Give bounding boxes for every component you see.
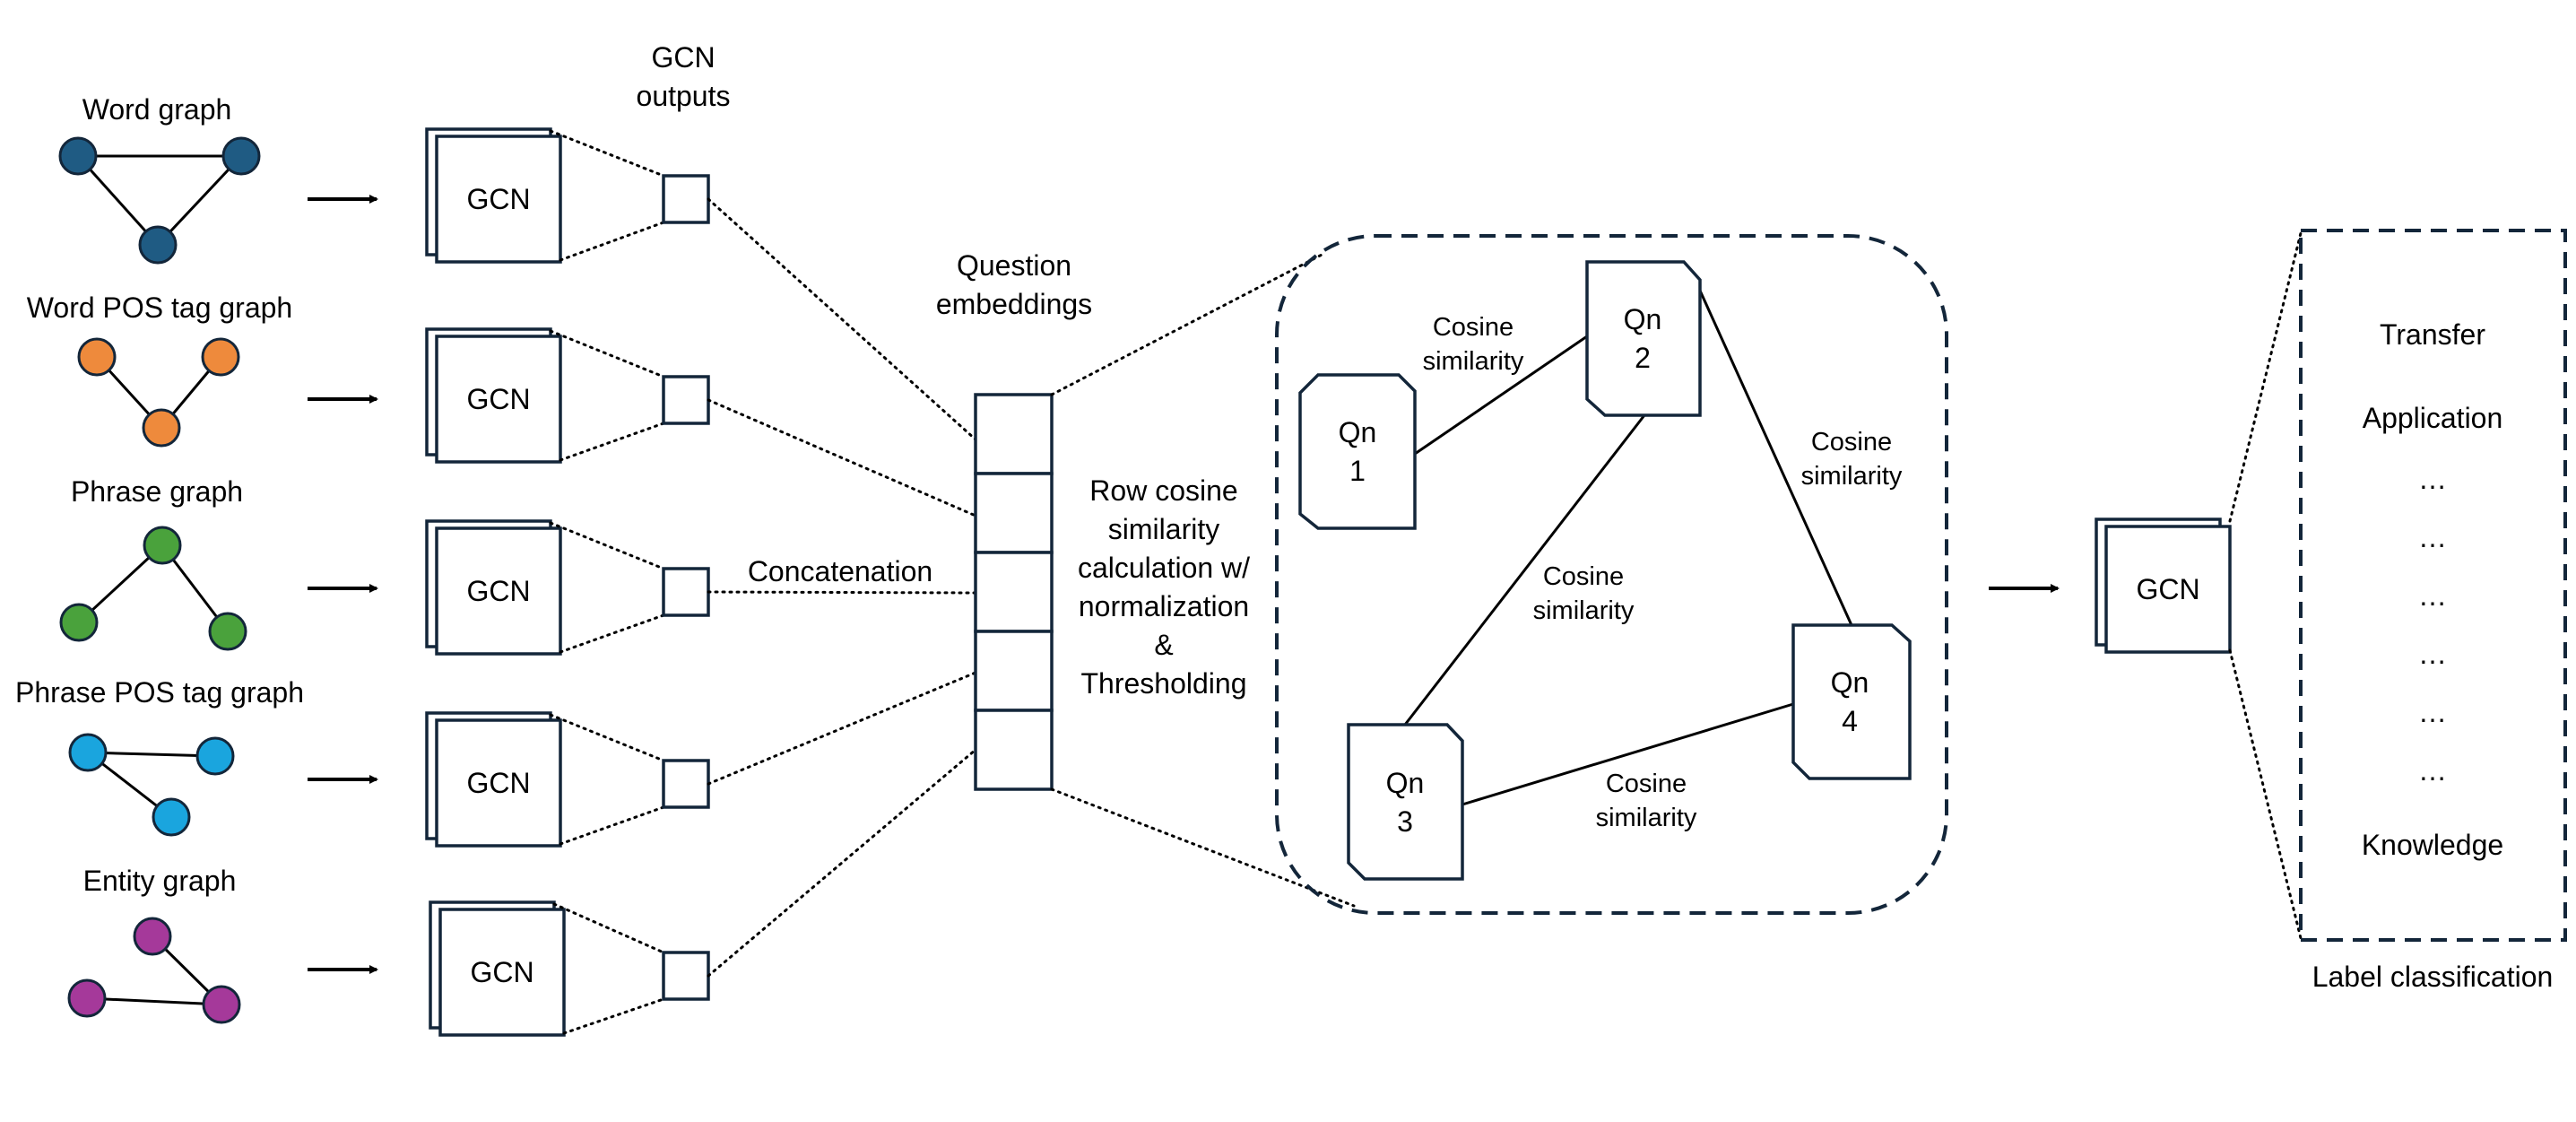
svg-text:1: 1 [1349,455,1366,487]
graph-node [208,612,247,651]
final-gcn-block: GCN [2095,518,2232,654]
svg-text:2: 2 [1635,342,1651,374]
svg-text:Qn: Qn [1624,303,1662,335]
graph-node [133,917,172,956]
graph-node [195,736,235,776]
graph-node [221,136,261,176]
row-cosine-label-line6: Thresholding [1081,667,1247,700]
svg-text:Qn: Qn [1386,767,1425,799]
svg-text:similarity: similarity [1596,804,1697,832]
gcn-block: GCN [425,127,710,264]
phrase-pos-tag-graph: Phrase POS tag graph [15,676,304,837]
gcn-label: GCN [466,575,530,607]
gcn-block: GCN [425,327,710,464]
gcn-label: GCN [466,383,530,415]
label-classification-caption: Label classification [2312,961,2554,993]
word-graph: Word graph [58,93,261,265]
word-pos-tag-graph-label: Word POS tag graph [27,291,292,324]
gcn-output-vector [662,174,710,224]
cosine-similarity-label: Cosine similarity [1533,562,1635,625]
entity-graph-label: Entity graph [83,865,237,897]
label-item: … [2418,579,2447,612]
graph-node [152,797,191,837]
gcn-outputs-label-line2: outputs [637,80,731,112]
label-item: … [2418,638,2447,670]
graph-node [68,733,108,772]
gcn-output-vector [662,567,710,617]
graph-node [58,136,98,176]
svg-text:Cosine: Cosine [1811,428,1892,457]
graph-node [138,225,178,265]
svg-text:Cosine: Cosine [1543,562,1624,591]
phrase-graph: Phrase graph [59,475,247,651]
gcn-output-vector [662,759,710,809]
cosine-similarity-label: Cosine similarity [1423,313,1524,376]
gcn-label: GCN [466,767,530,799]
embedding-row [974,709,1054,791]
gcn-block: GCN [425,519,710,656]
row-cosine-label-line1: Row cosine [1089,474,1237,507]
label-item: … [2418,696,2447,728]
row-cosine-label-line3: calculation w/ [1078,552,1250,584]
svg-text:3: 3 [1397,805,1413,838]
gcn-block: GCN [429,900,710,1037]
question-node-4: Qn 4 [1791,623,1912,780]
svg-text:Qn: Qn [1339,416,1377,448]
gcn-label: GCN [470,956,533,988]
svg-text:similarity: similarity [1801,462,1903,491]
label-item: … [2418,463,2447,495]
svg-text:Qn: Qn [1831,666,1869,699]
label-item: Application [2363,402,2503,434]
concatenation-label: Concatenation [748,555,932,587]
graph-node [77,337,117,377]
label-item: … [2418,754,2447,787]
embedding-row [974,393,1054,475]
row-cosine-label-line2: similarity [1108,513,1219,545]
word-pos-tag-graph: Word POS tag graph [27,291,292,448]
question-node-3: Qn 3 [1347,723,1464,881]
gcn-label: GCN [2136,573,2199,605]
graph-node [59,603,99,642]
similarity-graph-container [1275,234,1948,915]
svg-text:4: 4 [1842,705,1858,737]
graph-node [201,337,240,377]
embedding-row [974,551,1054,633]
label-classification-box [2299,229,2567,942]
cosine-similarity-label: Cosine similarity [1801,428,1903,491]
svg-text:similarity: similarity [1423,347,1524,376]
question-node-1: Qn 1 [1298,373,1417,530]
svg-text:Cosine: Cosine [1606,770,1687,798]
phrase-pos-tag-graph-label: Phrase POS tag graph [15,676,304,709]
embedding-row [974,630,1054,712]
gcn-outputs-label-line1: GCN [651,41,715,74]
gcn-label: GCN [466,183,530,215]
gcn-output-vector [662,375,710,425]
graph-node [142,408,181,448]
label-item: … [2418,521,2447,553]
entity-graph: Entity graph [67,865,241,1024]
gcn-block: GCN [425,711,710,848]
phrase-graph-label: Phrase graph [71,475,243,508]
graph-node [143,526,182,565]
svg-text:Cosine: Cosine [1433,313,1514,342]
row-cosine-label-line4: normalization [1079,590,1249,622]
graph-node [67,978,107,1018]
cosine-similarity-label: Cosine similarity [1596,770,1697,832]
row-cosine-label-line5: & [1154,629,1173,661]
word-graph-label: Word graph [82,93,232,126]
svg-text:similarity: similarity [1533,596,1635,625]
question-embeddings-label-line1: Question [957,249,1071,282]
label-item: Knowledge [2362,829,2503,861]
question-embeddings-label-line2: embeddings [936,288,1092,320]
question-embedding-matrix [974,393,1054,791]
embedding-row [974,472,1054,554]
graph-node [202,985,241,1024]
label-item: Transfer [2380,318,2485,351]
question-node-2: Qn 2 [1585,260,1702,417]
gcn-output-vector [662,951,710,1001]
